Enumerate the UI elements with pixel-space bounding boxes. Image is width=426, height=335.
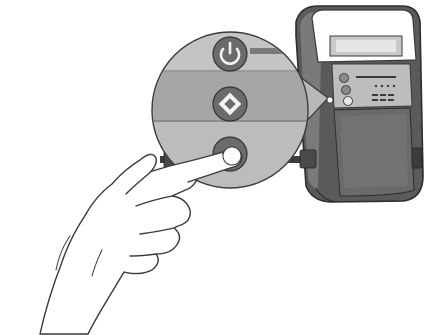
fingertip-press-marker	[223, 147, 241, 165]
diamond-button-icon	[213, 87, 247, 121]
mode-button-icon	[342, 86, 351, 95]
power-button-icon	[340, 74, 349, 83]
power-button-icon	[213, 37, 247, 71]
start-button-icon	[344, 97, 353, 106]
